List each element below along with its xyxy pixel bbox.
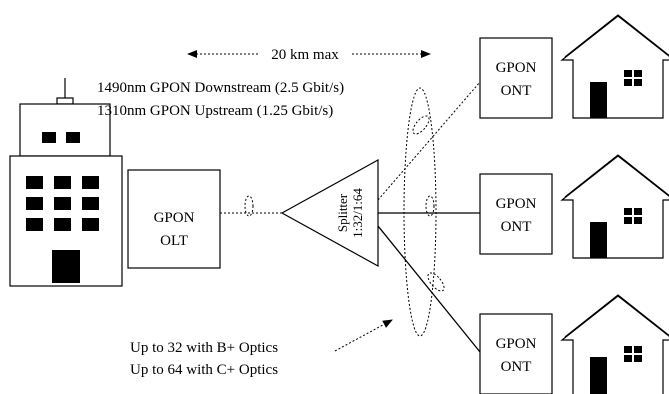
- feeder-wavelength-loop: [244, 195, 254, 217]
- distance-label: 20 km max: [271, 47, 339, 63]
- house-icon-1: [560, 14, 669, 119]
- ont-2-label-line2: ONT: [501, 219, 532, 235]
- optics-note-line2: Up to 64 with C+ Optics: [130, 362, 278, 378]
- ont-1-label-line2: ONT: [501, 83, 532, 99]
- downstream-label: 1490nm GPON Downstream (2.5 Gbit/s): [97, 80, 344, 96]
- drop-loop-1: [412, 115, 430, 135]
- ont-3-label-line1: GPON: [496, 336, 537, 352]
- ont-2-label-line1: GPON: [496, 196, 537, 212]
- drop-fiber-1: [377, 81, 481, 201]
- splitter-label-line2: 1:32/1:64: [350, 188, 365, 238]
- olt-label-line2: OLT: [160, 233, 188, 249]
- central-office-building: [9, 78, 123, 287]
- drop-fiber-3: [377, 225, 481, 353]
- olt-label-line1: GPON: [154, 210, 195, 226]
- house-icon-3: [560, 294, 669, 394]
- splitter-output-group-ellipse: [403, 87, 437, 337]
- ont-box-3: [479, 313, 553, 394]
- optics-note-line1: Up to 32 with B+ Optics: [130, 340, 278, 356]
- ont-box-1: [479, 37, 553, 119]
- optics-pointer-arrow: [334, 319, 393, 352]
- drop-loop-3: [427, 272, 445, 292]
- upstream-label: 1310nm GPON Upstream (1.25 Gbit/s): [97, 103, 333, 119]
- ont-1-label-line1: GPON: [496, 60, 537, 76]
- splitter-label-line1: Splitter: [335, 193, 350, 232]
- ont-box-2: [479, 173, 553, 255]
- olt-box: [127, 169, 221, 269]
- ont-3-label-line2: ONT: [501, 359, 532, 375]
- house-icon-2: [560, 154, 669, 259]
- drop-loop-2: [425, 195, 435, 217]
